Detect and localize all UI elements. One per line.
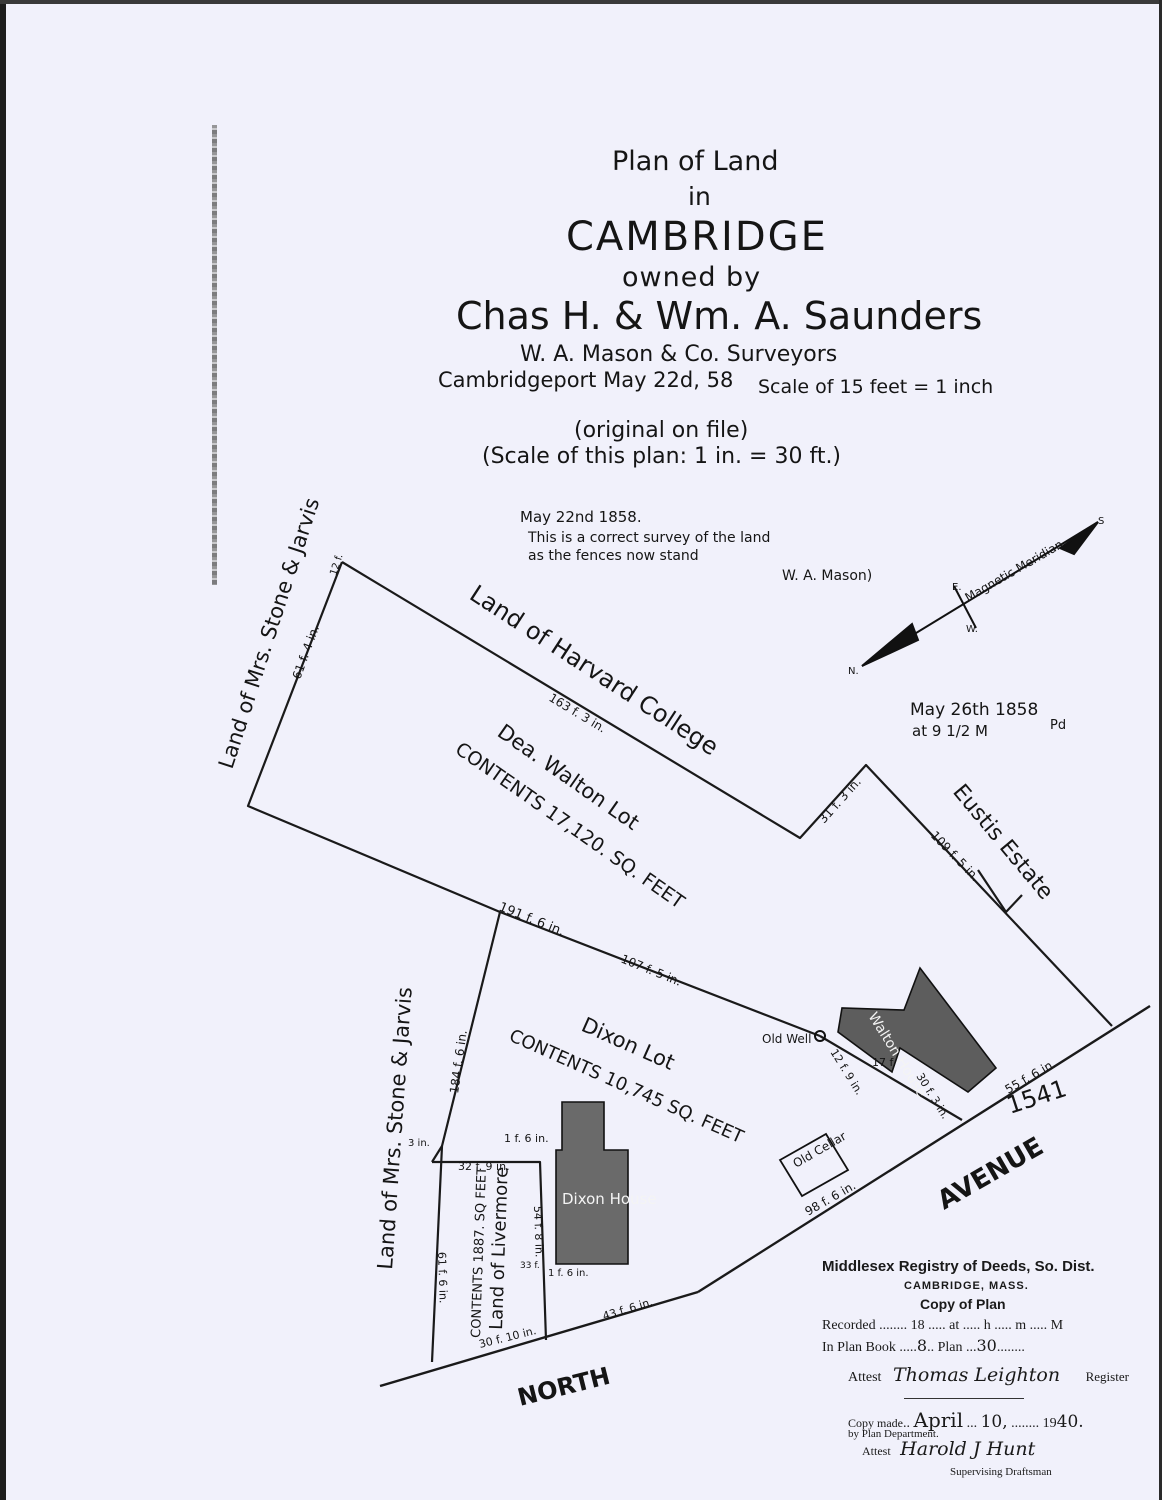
registry-attest-label: Attest bbox=[848, 1370, 882, 1385]
draftsman-signature: Harold J Hunt bbox=[900, 1438, 1036, 1460]
payment-note-date: May 26th 1858 bbox=[910, 700, 1039, 720]
dim-107ft5in: 107 f. 5 in. bbox=[619, 952, 683, 989]
payment-note-mark: Pd bbox=[1050, 718, 1067, 733]
registry-signature-rule bbox=[904, 1398, 1024, 1399]
livermore-lot bbox=[432, 1160, 548, 1341]
registry-plan-book-value: 8 bbox=[916, 1336, 928, 1355]
eustis-estate-label: Eustis Estate bbox=[947, 780, 1058, 905]
dim-1ft6in-top: 1 f. 6 in. bbox=[504, 1132, 549, 1145]
eustis-fence bbox=[977, 869, 1023, 914]
dixon-house bbox=[555, 1101, 629, 1265]
dim-184ft6in: 184 f. 6 in. bbox=[447, 1029, 470, 1094]
registry-attest-row: Attest Thomas Leighton Register bbox=[848, 1364, 1129, 1386]
livermore-contents-label: CONTENTS 1887. SQ FEET bbox=[469, 1167, 490, 1339]
registry-register-label: Register bbox=[1085, 1369, 1129, 1384]
compass-east: E. bbox=[952, 582, 962, 593]
registry-copy-day: 10, bbox=[980, 1412, 1008, 1432]
scan-border-top bbox=[0, 0, 1162, 4]
dim-98ft6in: 98 f. 6 in. bbox=[803, 1178, 859, 1218]
livermore-label: Land of Livermore bbox=[486, 1166, 513, 1330]
stone-jarvis-lower-label: Land of Mrs. Stone & Jarvis bbox=[373, 986, 417, 1270]
certification-signature: W. A. Mason) bbox=[782, 568, 873, 584]
dim-12ft9in: 12 f. 9 in. bbox=[827, 1047, 865, 1098]
walton-lot-west-line bbox=[246, 561, 821, 1038]
compass-west: W. bbox=[966, 624, 978, 635]
avenue-line-2 bbox=[697, 1004, 1151, 1294]
dim-43ft6in: 43 f. 6 in. bbox=[601, 1295, 654, 1323]
scan-border-left bbox=[0, 0, 6, 1500]
certification-line-1: This is a correct survey of the land bbox=[528, 530, 771, 546]
registry-attest2-row: Attest Harold J Hunt bbox=[862, 1438, 1035, 1460]
title-owners: Chas H. & Wm. A. Saunders bbox=[456, 294, 983, 338]
registry-attest2-label: Attest bbox=[862, 1444, 891, 1458]
registry-plan-value: 30 bbox=[976, 1336, 997, 1355]
dim-109ft5in: 109 f. 5 in. bbox=[928, 828, 982, 884]
registry-draftsman-label: Supervising Draftsman bbox=[950, 1466, 1052, 1478]
title-place-date: Cambridgeport May 22d, 58 bbox=[438, 368, 734, 392]
scan-border-right bbox=[1159, 0, 1162, 1500]
compass-south: S bbox=[1098, 516, 1104, 527]
registry-copy-made-row: Copy made.. April ... 10, ........ 1940. bbox=[848, 1408, 1084, 1432]
registry-heading: Middlesex Registry of Deeds, So. Dist. bbox=[822, 1258, 1095, 1275]
title-owned-by: owned by bbox=[622, 262, 762, 293]
walton-house bbox=[837, 966, 998, 1093]
dim-1ft6in-bottom: 1 f. 6 in. bbox=[548, 1268, 589, 1279]
old-well-label: Old Well bbox=[762, 1032, 811, 1046]
registry-plan-book-row: In Plan Book .....8.. Plan ...30........ bbox=[822, 1336, 1025, 1355]
title-line-plan-of-land: Plan of Land bbox=[612, 146, 779, 177]
walton-lot-boundary bbox=[341, 561, 1113, 1027]
dim-54ft8in: 54 f. 8 in. bbox=[531, 1206, 546, 1258]
dim-12ft: 12 f. bbox=[328, 553, 345, 577]
certification-date: May 22nd 1858. bbox=[520, 508, 642, 526]
registry-by-dept: by Plan Department. bbox=[848, 1428, 939, 1440]
dim-61ft6in: 61 f. 6 in. bbox=[435, 1252, 450, 1304]
registry-copy-year: 40. bbox=[1056, 1412, 1084, 1432]
street-avenue-label: AVENUE bbox=[933, 1132, 1049, 1216]
title-scale-original: Scale of 15 feet = 1 inch bbox=[758, 376, 994, 398]
registry-city: CAMBRIDGE, MASS. bbox=[904, 1280, 1029, 1292]
title-city: CAMBRIDGE bbox=[566, 214, 828, 260]
registry-copy-made-label: Copy made bbox=[848, 1416, 903, 1430]
walton-dixon-division bbox=[819, 1035, 963, 1121]
compass-magnetic-meridian: Magnetic Meridian bbox=[963, 537, 1066, 604]
old-cellar bbox=[778, 1132, 850, 1198]
payment-note-time: at 9 1/2 M bbox=[912, 722, 989, 740]
old-well bbox=[814, 1030, 826, 1042]
binding-margin-rule bbox=[212, 125, 217, 585]
title-scale-copy: (Scale of this plan: 1 in. = 30 ft.) bbox=[482, 444, 842, 469]
title-surveyors: W. A. Mason & Co. Surveyors bbox=[520, 342, 838, 367]
livermore-inner-line bbox=[431, 1145, 443, 1163]
compass-arrow bbox=[861, 521, 1099, 667]
dim-61ft4in: 61 f. 4 in. bbox=[290, 623, 322, 681]
registry-copy-month: April bbox=[913, 1408, 964, 1432]
compass-north: N. bbox=[848, 666, 859, 677]
title-original-note: (original on file) bbox=[574, 418, 749, 443]
dim-163ft3in: 163 f. 3 in. bbox=[546, 691, 608, 736]
dim-31ft3in: 31 f. 3 in. bbox=[816, 775, 864, 826]
dim-191ft6in: 191 f. 6 in. bbox=[497, 900, 567, 940]
avenue-line bbox=[379, 1290, 699, 1388]
registry-plan-book-label: In Plan Book bbox=[822, 1340, 896, 1355]
dim-17ft: 17 f. bbox=[872, 1056, 896, 1069]
certification-line-2: as the fences now stand bbox=[528, 548, 699, 564]
registry-plan-label: Plan bbox=[937, 1340, 963, 1355]
dim-32ft9in: 32 f. 9 in. bbox=[458, 1160, 510, 1173]
registry-recorded: Recorded ........ 18 ..... at ..... h ..… bbox=[822, 1318, 1064, 1333]
registry-subheading: Copy of Plan bbox=[920, 1296, 1006, 1312]
dim-3in: 3 in. bbox=[408, 1138, 430, 1149]
registry-copy-year-prefix: 19 bbox=[1042, 1416, 1057, 1431]
dim-33ft: 33 f. bbox=[520, 1261, 540, 1271]
title-line-in: in bbox=[688, 182, 711, 211]
register-signature: Thomas Leighton bbox=[892, 1364, 1061, 1386]
street-north-label: NORTH bbox=[515, 1362, 613, 1412]
dixon-house-label: Dixon House bbox=[562, 1190, 657, 1208]
